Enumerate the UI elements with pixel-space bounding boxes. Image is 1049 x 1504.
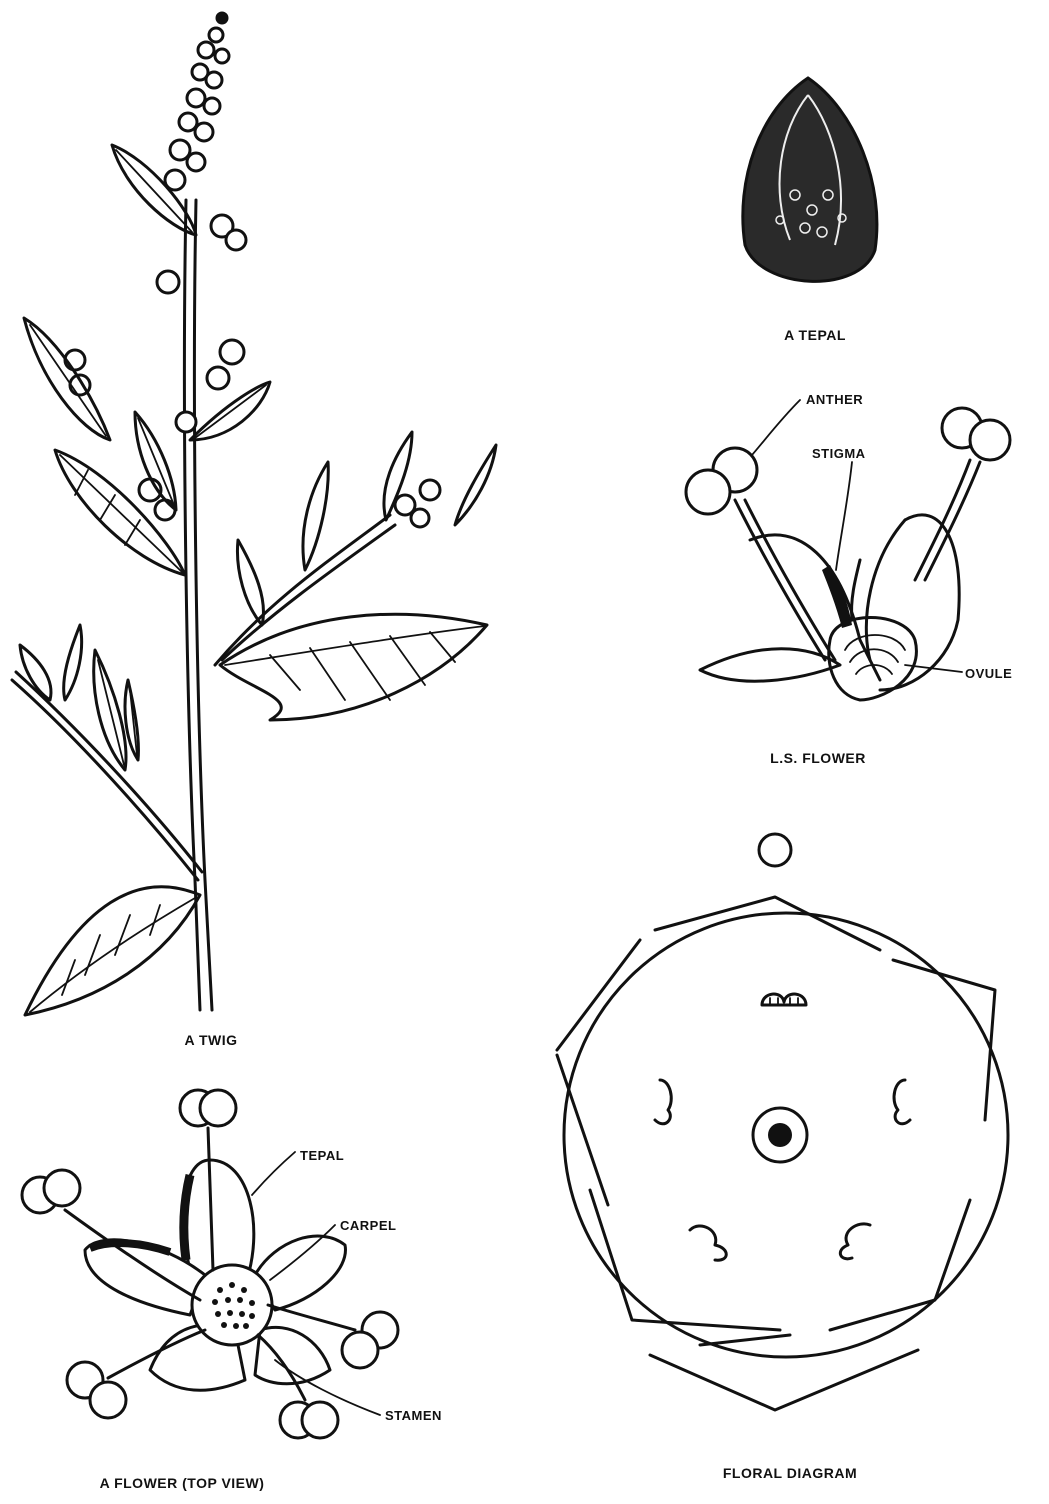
tepal-figure	[743, 78, 877, 281]
label-stigma: STIGMA	[812, 446, 866, 461]
floral-diagram-figure	[557, 834, 1008, 1410]
label-ovule: OVULE	[965, 666, 1012, 681]
ls-flower-figure	[686, 400, 1010, 700]
label-carpel: CARPEL	[340, 1218, 396, 1233]
label-anther: ANTHER	[806, 392, 863, 407]
caption-ls-flower: L.S. FLOWER	[770, 750, 866, 766]
caption-flower-top-view: A FLOWER (TOP VIEW)	[100, 1475, 265, 1491]
label-stamen: STAMEN	[385, 1408, 442, 1423]
caption-tepal: A TEPAL	[784, 327, 846, 343]
caption-floral-diagram: FLORAL DIAGRAM	[723, 1465, 857, 1481]
twig-figure	[12, 12, 496, 1015]
flower-top-view-figure	[22, 1090, 398, 1438]
caption-twig: A TWIG	[184, 1032, 237, 1048]
label-tepal: TEPAL	[300, 1148, 344, 1163]
